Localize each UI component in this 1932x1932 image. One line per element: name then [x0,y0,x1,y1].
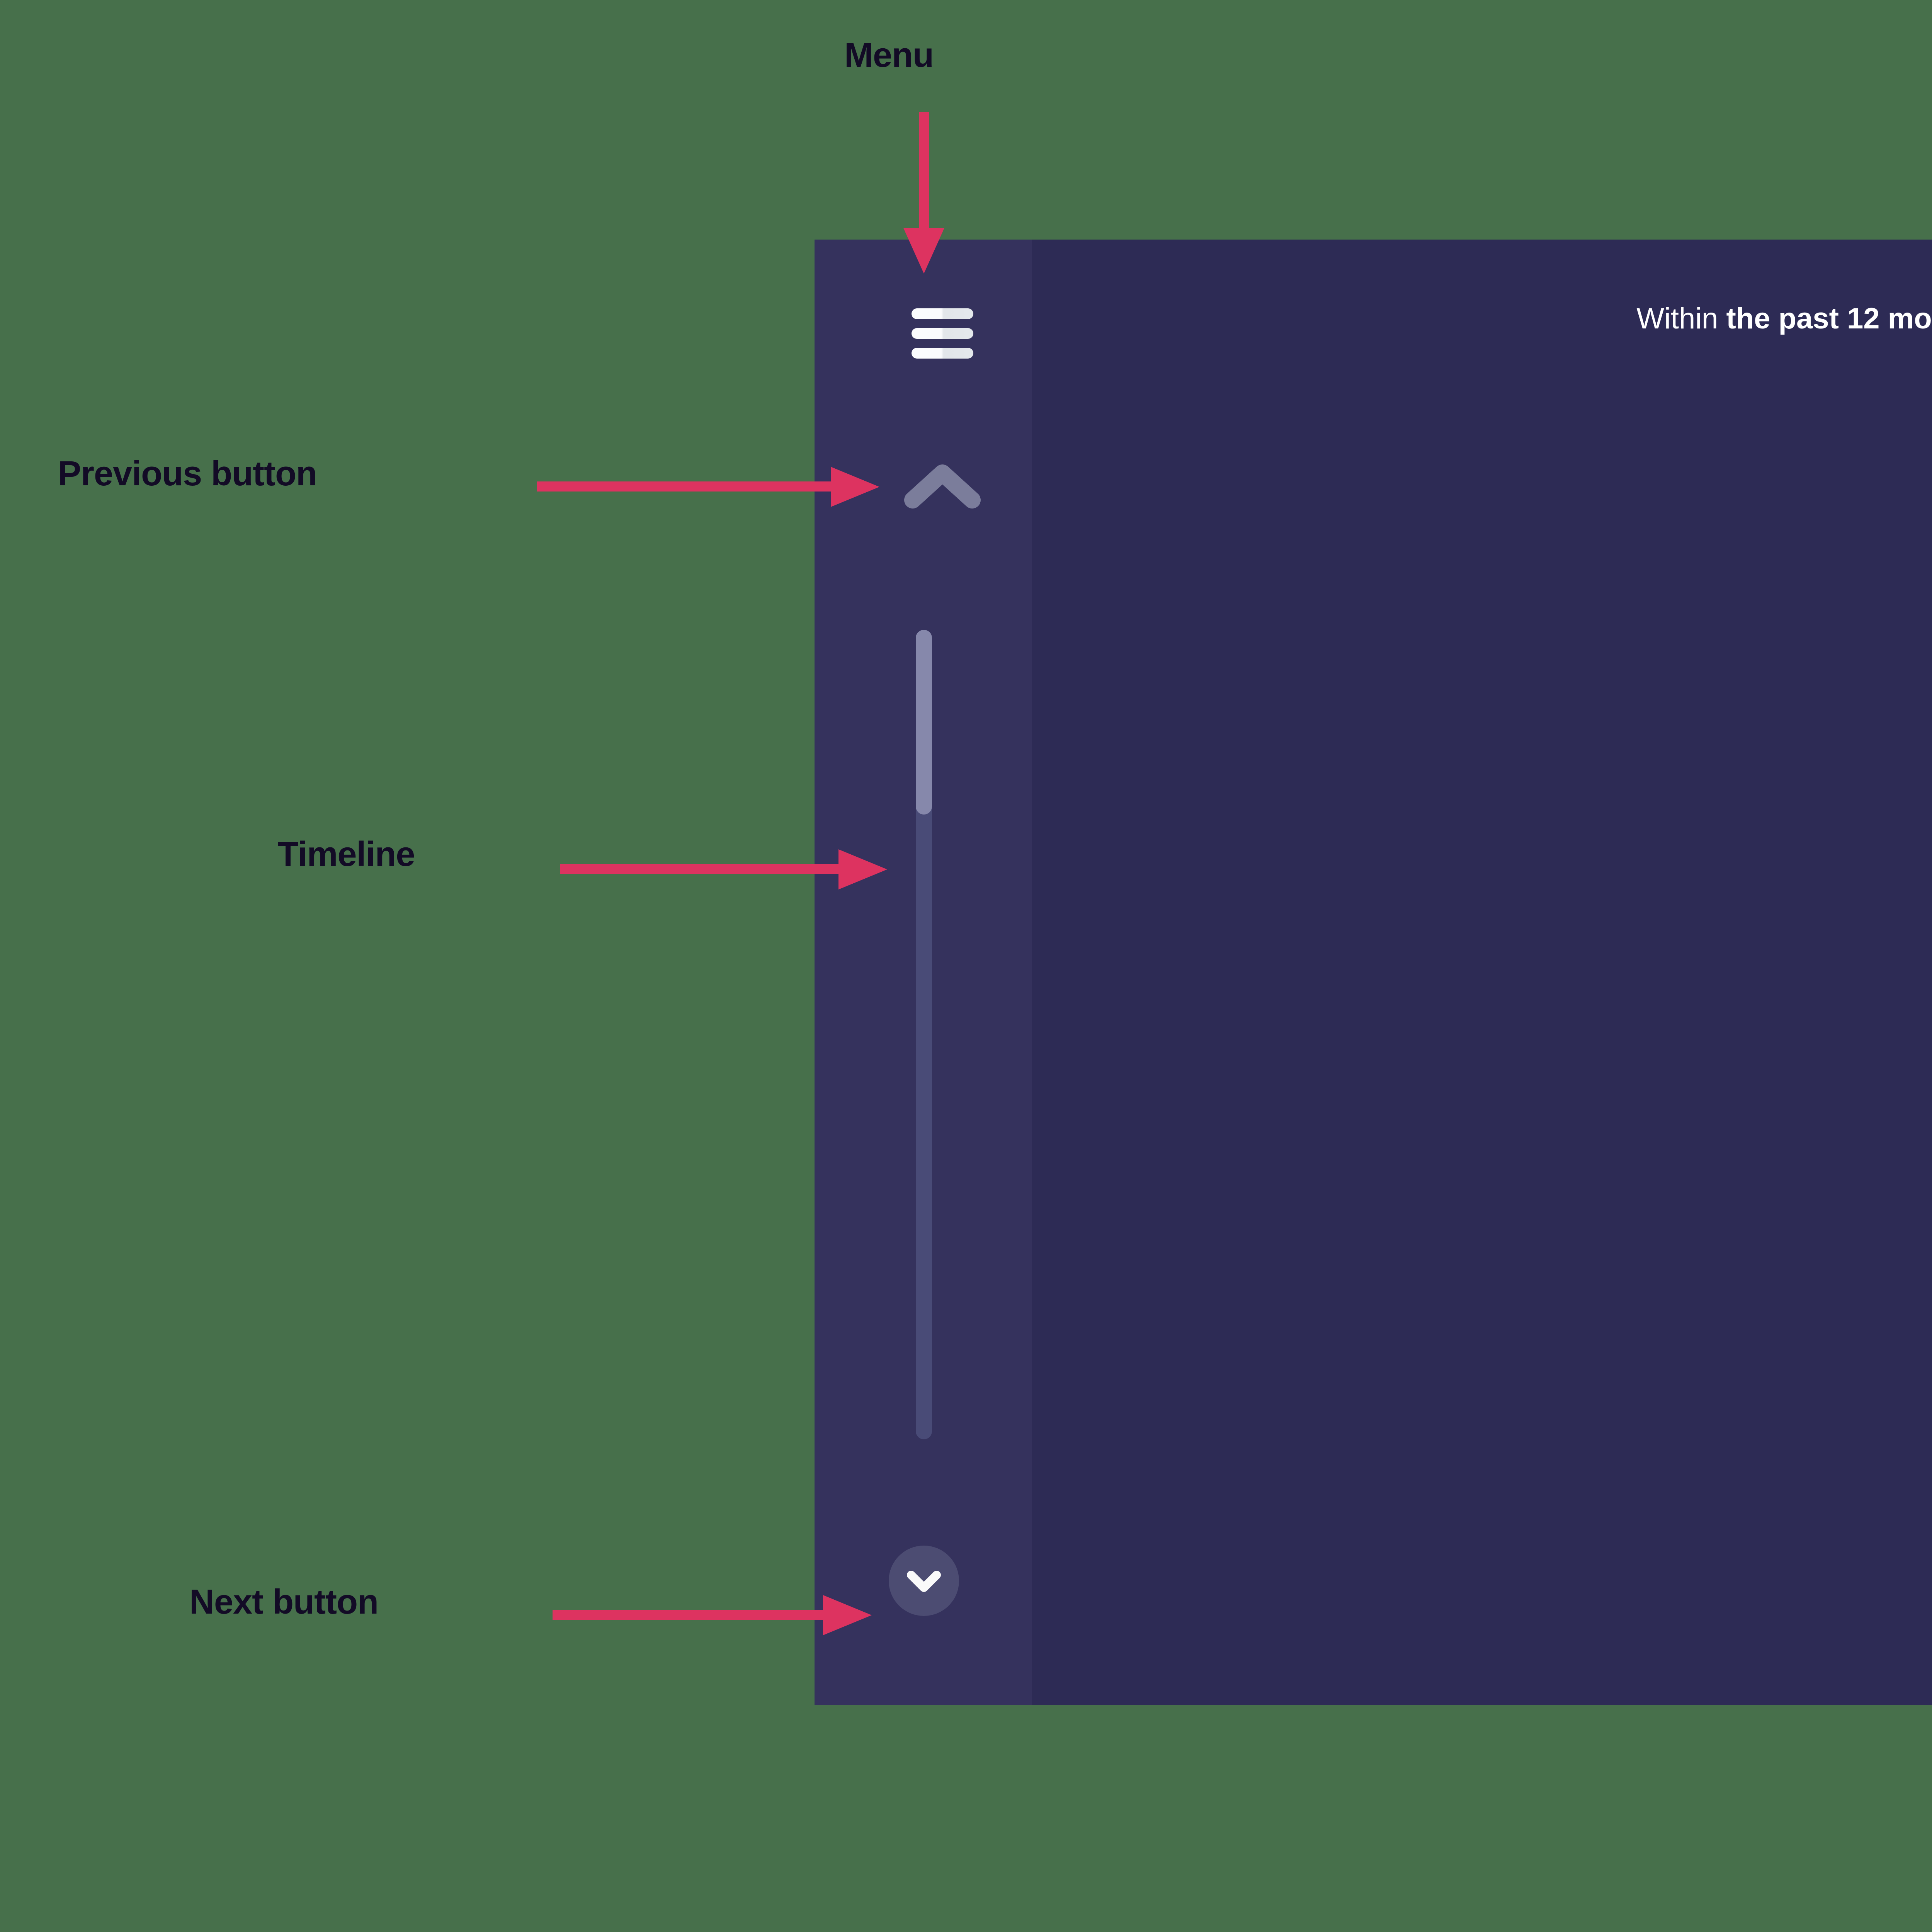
chevron-up-icon [904,464,981,509]
timeline[interactable] [916,630,932,1439]
next-button[interactable] [889,1546,959,1616]
hamburger-menu-icon-bar-3 [912,348,973,359]
chevron-down-icon [907,1571,941,1592]
question-prefix: Within [1636,302,1726,335]
sidebar [815,240,1032,1705]
question-emphasis: the past 12 months [1726,302,1932,335]
menu-button[interactable] [912,308,973,359]
main-content: Within the past 12 months, which o \ [1032,240,1932,1705]
annotation-arrow-previous-button [537,467,879,507]
annotation-label-next-button: Next button [189,1583,379,1621]
timeline-progress-indicator[interactable] [916,630,932,815]
app-window: Within the past 12 months, which o \ [815,240,1932,1705]
hamburger-menu-icon-bar-2 [912,328,973,339]
annotation-arrow-next-button [553,1595,872,1635]
annotation-arrow-menu [903,112,944,274]
annotation-label-previous-button: Previous button [58,454,317,493]
hamburger-menu-icon-bar-1 [912,308,973,319]
annotation-label-menu: Menu [844,36,934,75]
annotation-label-timeline: Timeline [277,835,415,874]
previous-button[interactable] [903,463,982,510]
question-text: Within the past 12 months, which o [1101,298,1932,340]
annotation-arrow-timeline [560,849,887,889]
